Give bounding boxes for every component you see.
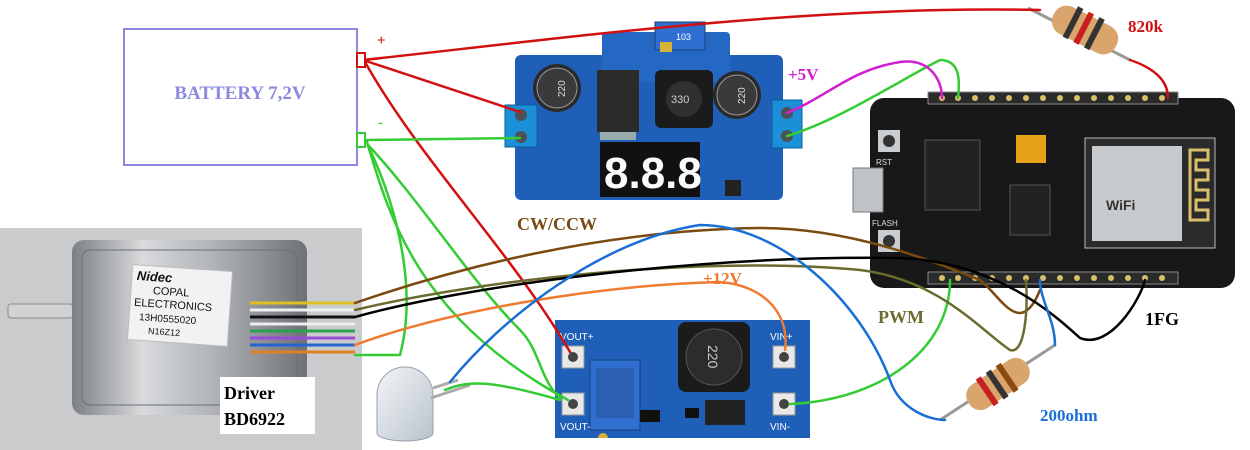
label-5v: +5V xyxy=(788,65,819,84)
buck-converter-board: 220 220 330 103 8.8.8 xyxy=(493,0,803,205)
nodemcu-board: WiFi RST FLASH xyxy=(852,91,1235,288)
driver-label-line1: Driver xyxy=(224,383,275,403)
buck-display: 8.8.8 xyxy=(604,149,702,198)
boost-converter-board: 220 VOUT+ VOUT- VIN+ VIN- xyxy=(555,320,810,450)
boost-inductor-label: 220 xyxy=(705,345,721,369)
battery-minus-label: - xyxy=(378,115,383,131)
boost-vout-plus: VOUT+ xyxy=(560,332,594,343)
battery-box xyxy=(123,28,358,166)
flash-button-label: FLASH xyxy=(872,219,898,228)
rst-button-label: RST xyxy=(876,158,892,167)
motor-line1: COPAL xyxy=(152,285,189,300)
resistor-200ohm xyxy=(939,343,1056,422)
driver-label-box xyxy=(220,377,315,434)
label-1fg: 1FG xyxy=(1145,309,1179,329)
battery-minus-terminal xyxy=(356,132,366,148)
battery-plus-label: + xyxy=(377,33,386,49)
motor: Nidec COPAL ELECTRONICS 13H0555020 N16Z1… xyxy=(7,240,355,415)
led xyxy=(376,366,471,442)
motor-part: 13H0555020 xyxy=(139,312,197,327)
wires xyxy=(353,8,1170,422)
boost-vin-plus: VIN+ xyxy=(770,332,793,343)
boost-vin-minus: VIN- xyxy=(770,422,790,433)
label-pwm: PWM xyxy=(878,307,924,327)
wifi-logo: WiFi xyxy=(1106,197,1135,213)
motor-line2: ELECTRONICS xyxy=(134,297,213,314)
motor-brand: Nidec xyxy=(136,268,173,285)
motor-code: N16Z12 xyxy=(148,326,181,338)
label-cw-ccw: CW/CCW xyxy=(517,214,597,234)
boost-vout-minus: VOUT- xyxy=(560,422,591,433)
buck-cap-right-label: 220 xyxy=(737,87,748,104)
battery-label: BATTERY 7,2V xyxy=(174,83,306,104)
label-12v: +12V xyxy=(703,269,743,288)
buck-cap-left-label: 220 xyxy=(557,80,568,97)
driver-label-line2: BD6922 xyxy=(224,409,285,429)
buck-inductor-label: 330 xyxy=(671,94,689,106)
resistor-820k xyxy=(1027,5,1131,62)
label-200ohm: 200ohm xyxy=(1040,406,1098,425)
label-820k: 820k xyxy=(1128,17,1164,36)
battery-plus-terminal xyxy=(356,52,366,68)
buck-pot-label: 103 xyxy=(676,32,691,42)
